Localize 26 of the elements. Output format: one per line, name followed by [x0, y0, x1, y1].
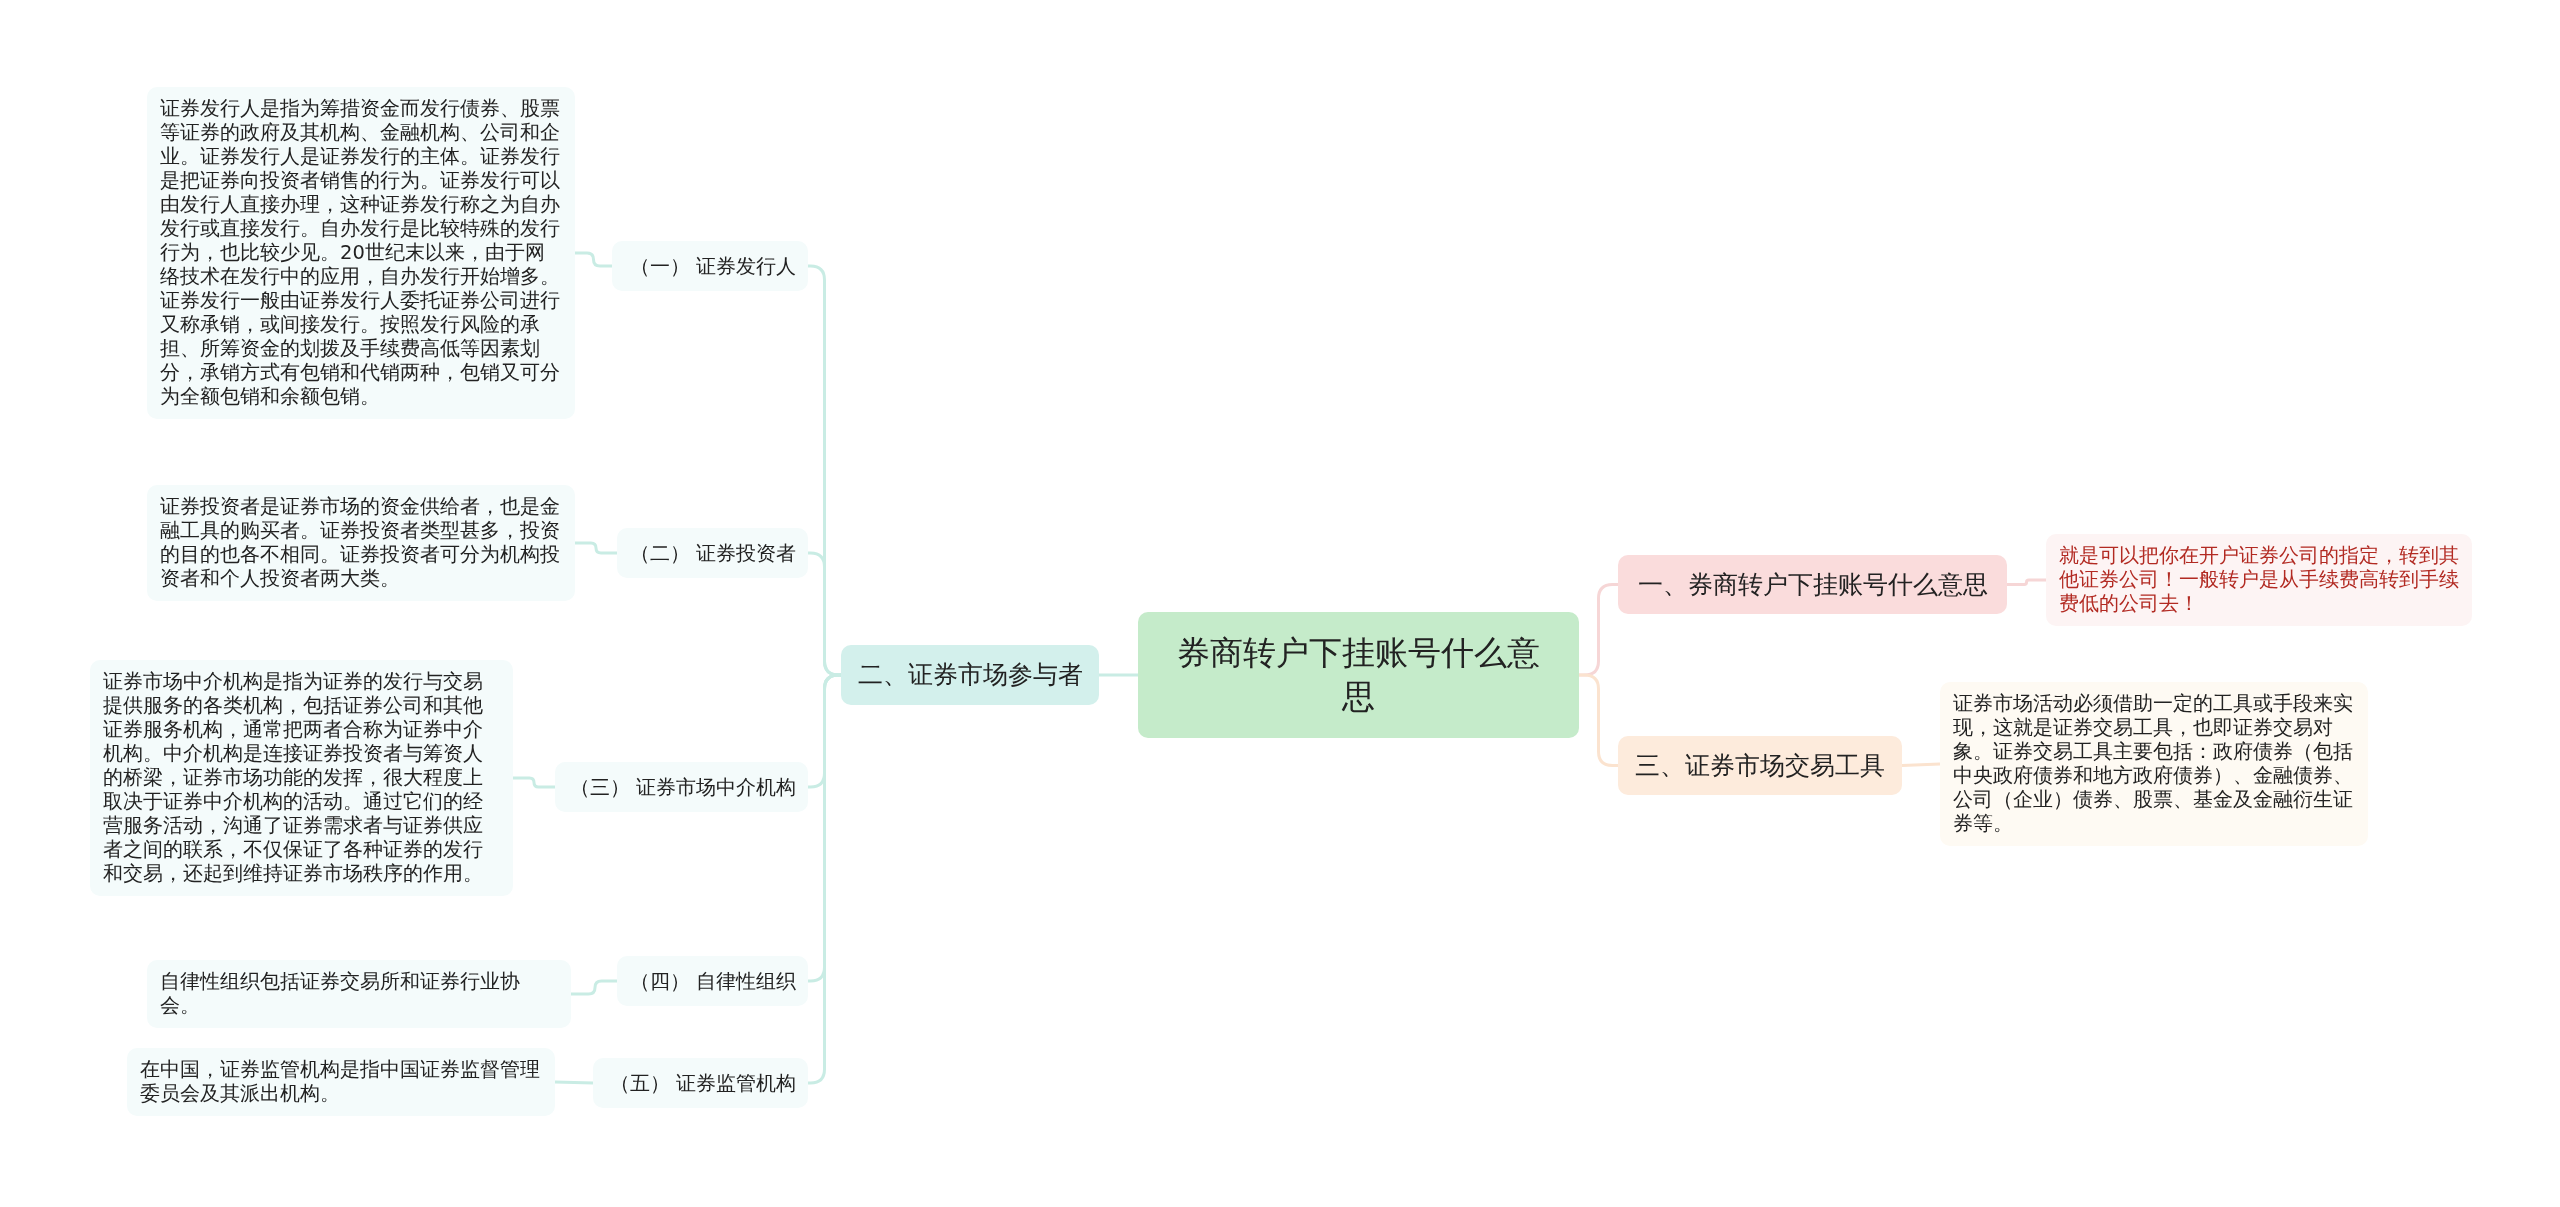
note-box: 在中国，证券监管机构是指中国证券监督管理委员会及其派出机构。: [127, 1048, 555, 1116]
connector-line: [554, 1080, 594, 1085]
connector-line: [575, 251, 612, 268]
connector-line: [2007, 578, 2046, 586]
note-box: 证券发行人是指为筹措资金而发行债券、股票等证券的政府及其机构、金融机构、公司和企业。证券发行人是证券发行的主体。证券发行是把证券向投资者销售的行为。证券发行可以由发行人直接办理，这种证券发行称之为自办发行或直接发行。自办发行是比较特殊的发行行为，也比较少见。20世纪末以来，由于网络技术在发行中的应用，自办发行开始增多。证券发行一般由证券发行人委托证券公司进行又称承销，或间接发行。按照发行风险的承担、所筹资金的划拨及手续费高低等因素划分，承销方式有包销和代销两种，包销又可分为全额包销和余额包销。: [147, 87, 575, 419]
subtopic-box: （四） 自律性组织: [617, 956, 808, 1006]
note-box: 证券市场活动必须借助一定的工具或手段来实现，这就是证券交易工具，也即证券交易对象。证券交易工具主要包括：政府债券（包括中央政府债券和地方政府债券）、金融债券、公司（企业）债券、股票、基金及金融衍生证券等。: [1940, 682, 2368, 846]
note-box: 证券投资者是证券市场的资金供给者，也是金融工具的购买者。证券投资者类型甚多，投资的目的也各不相同。证券投资者可分为机构投资者和个人投资者两大类。: [147, 485, 575, 601]
connector-line: [1099, 673, 1138, 677]
note-box: 就是可以把你在开户证券公司的指定，转到其他证券公司！一般转户是从手续费高转到手续费低的公司去！: [2046, 534, 2472, 626]
connector-line: [571, 979, 617, 996]
note-box: 证券市场中介机构是指为证券的发行与交易提供服务的各类机构，包括证券公司和其他证券服务机构，通常把两者合称为证券中介机构。中介机构是连接证券投资者与筹资人的桥梁，证券市场功能的发挥，很大程度上取决于证券中介机构的活动。通过它们的经营服务活动，沟通了证券需求者与证券供应者之间的联系，不仅保证了各种证券的发行和交易，还起到维持证券市场秩序的作用。: [90, 660, 513, 896]
subtopic-box: （一） 证券发行人: [612, 241, 808, 291]
branch-topic-box: 二、证券市场参与者: [841, 645, 1099, 705]
branch-topic-box: 一、券商转户下挂账号什么意思: [1618, 555, 2007, 614]
subtopic-box: （二） 证券投资者: [617, 528, 808, 578]
subtopic-box: （三） 证券市场中介机构: [555, 762, 808, 812]
connector-line: [1579, 673, 1618, 767]
branch-topic-box: 三、证券市场交易工具: [1618, 736, 1902, 795]
central-topic-box: 券商转户下挂账号什么意思: [1138, 612, 1579, 738]
subtopic-box: （五） 证券监管机构: [593, 1058, 808, 1108]
note-box: 自律性组织包括证券交易所和证券行业协会。: [147, 960, 571, 1028]
connector-line: [575, 541, 617, 555]
connector-line: [1901, 762, 1941, 767]
connector-line: [513, 776, 555, 789]
connector-line: [808, 551, 841, 677]
